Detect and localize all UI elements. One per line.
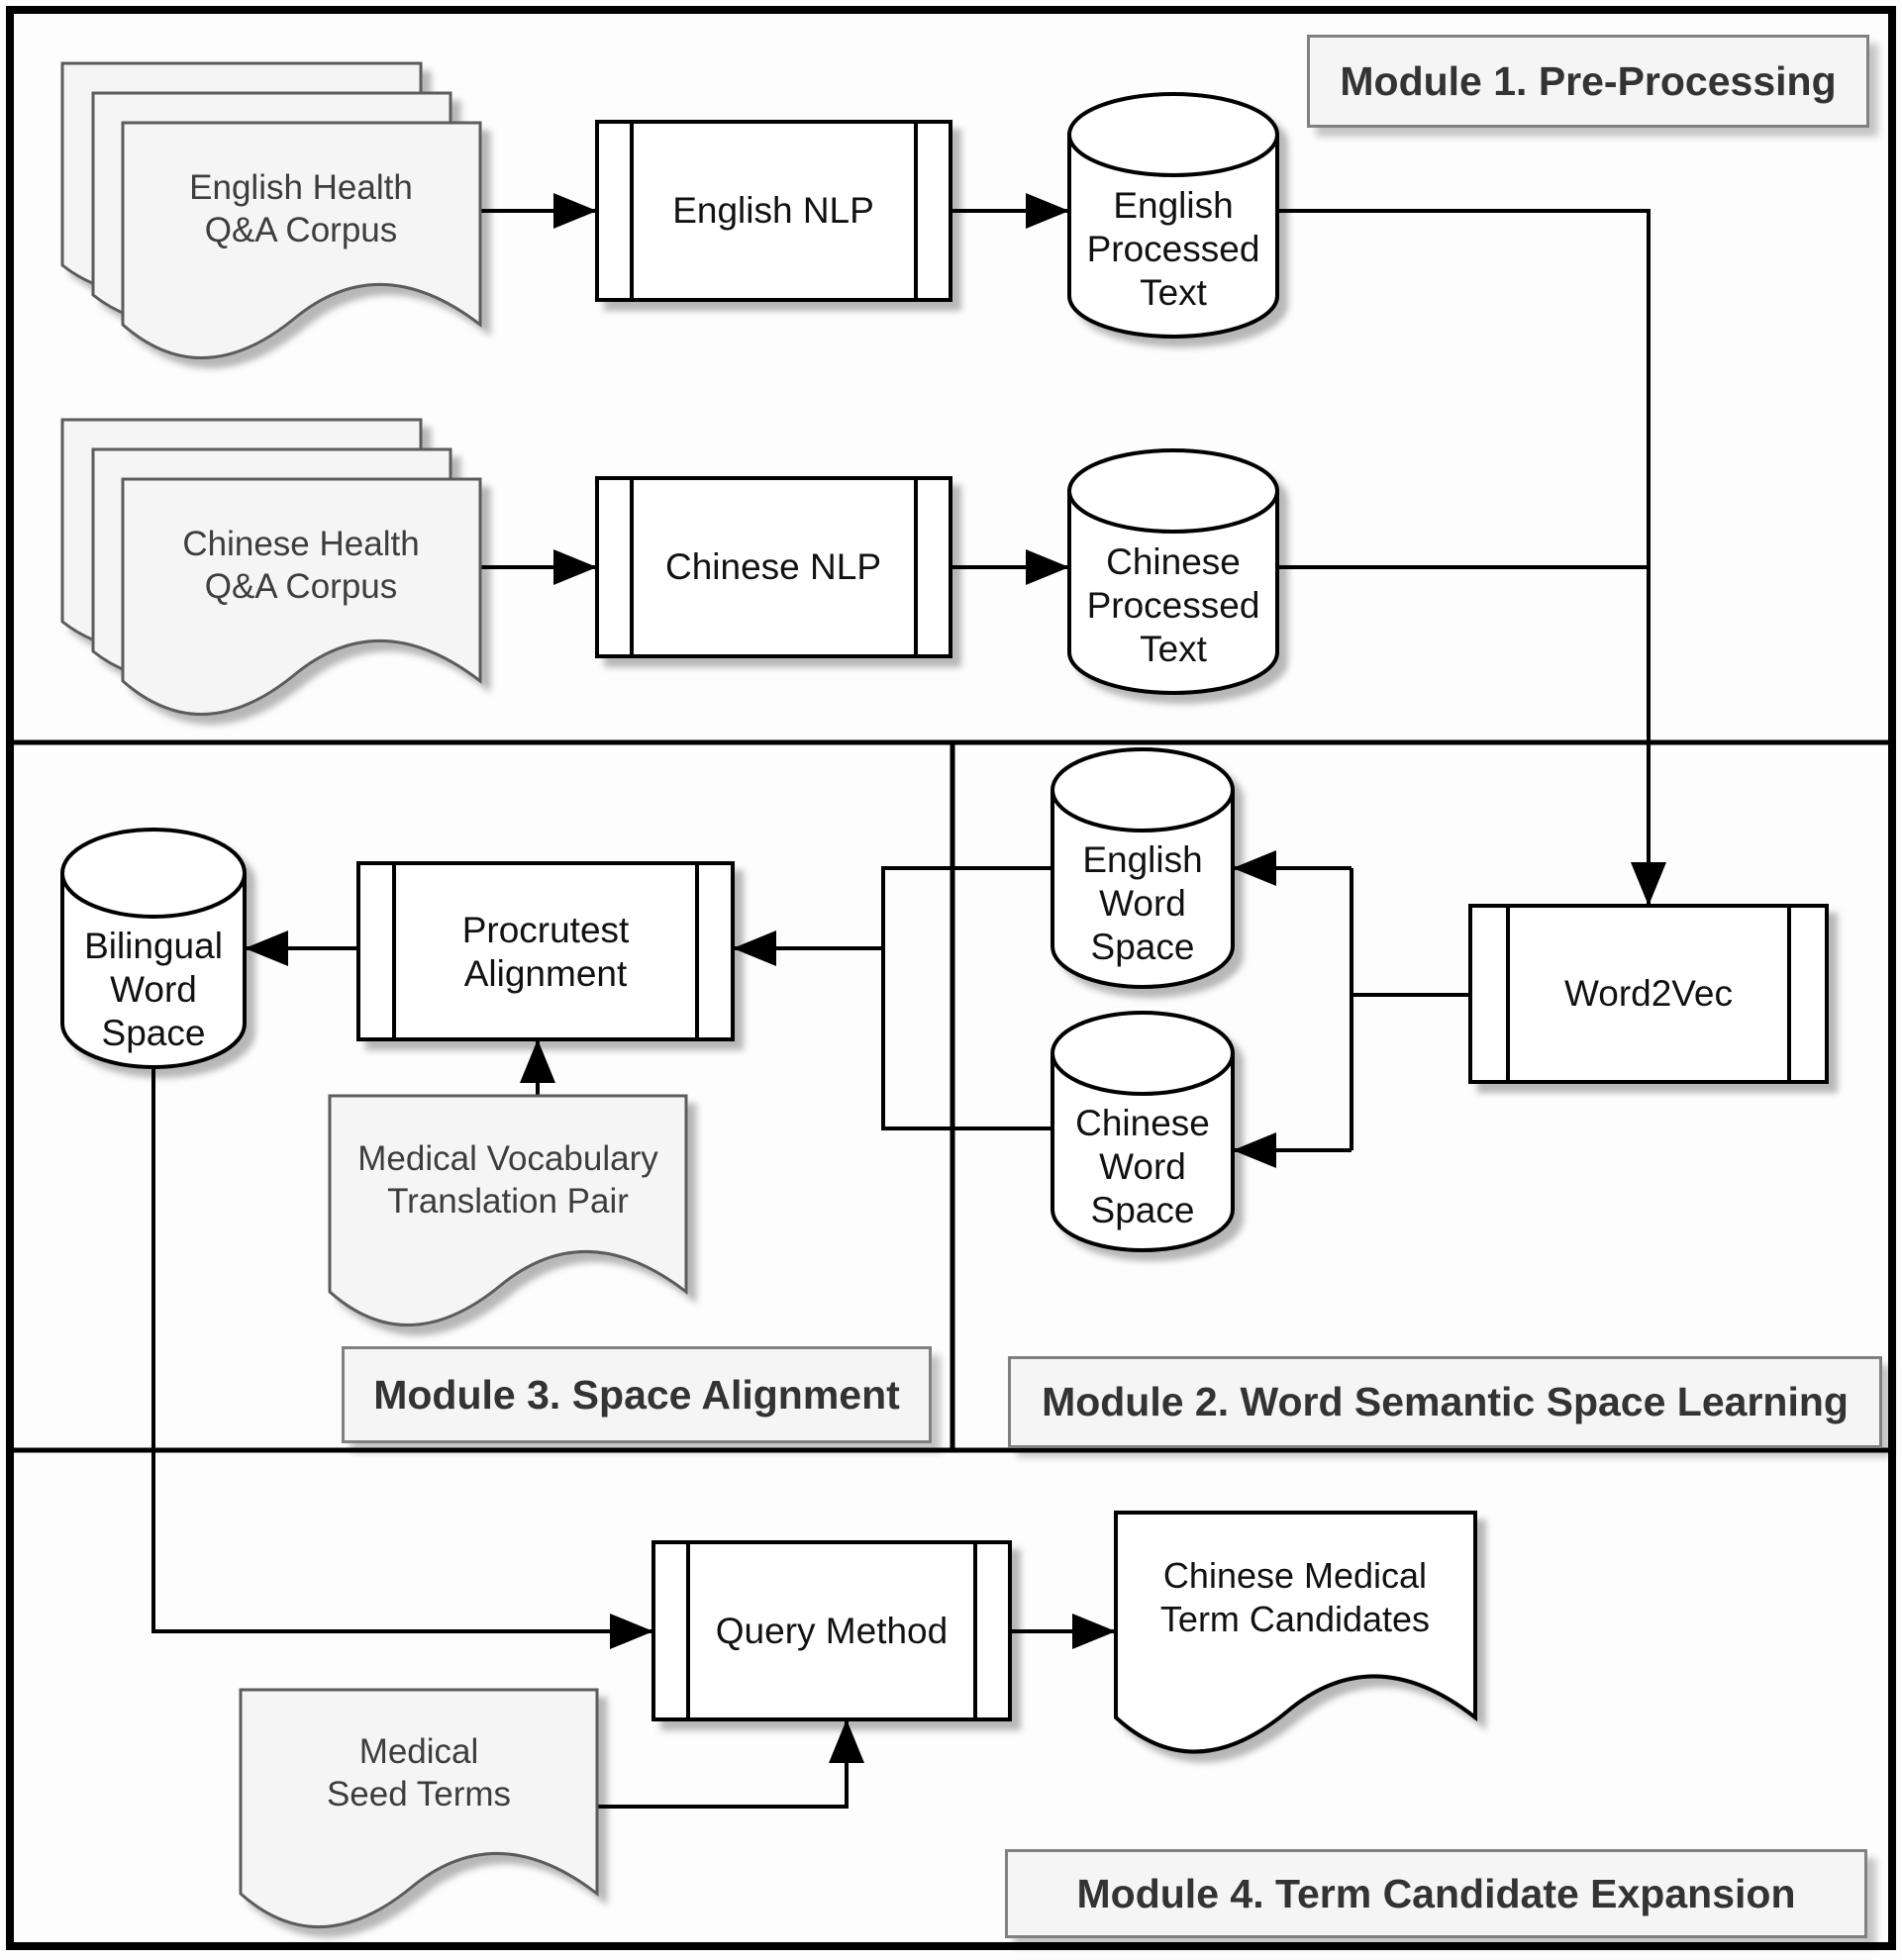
chinese-nlp-label: Chinese NLP: [664, 546, 881, 587]
module1-label: Module 1. Pre-Processing: [1307, 35, 1869, 128]
module3-label: Module 3. Space Alignment: [342, 1346, 932, 1443]
english-word-space-database: [1051, 747, 1235, 989]
english-nlp-process-box: [595, 120, 952, 302]
term-candidates-document: [1114, 1511, 1477, 1754]
chinese-corpus-document-stack: [60, 418, 482, 717]
english-corpus-label: English Health Q&A Corpus: [189, 168, 413, 249]
stack-page-front: [121, 121, 482, 360]
chinese-nlp-process-box: [595, 476, 952, 658]
module2-label: Module 2. Word Semantic Space Learning: [1008, 1356, 1882, 1448]
procrutest-alignment-process-box: [356, 861, 735, 1041]
query-method-process-box: [651, 1540, 1012, 1721]
chinese-processed-text-database: [1067, 448, 1279, 695]
bilingual-word-space-database: [60, 828, 247, 1069]
module4-label: Module 4. Term Candidate Expansion: [1005, 1849, 1867, 1938]
english-processed-text-label: English Processed Text: [1086, 185, 1260, 313]
chinese-processed-text-label: Chinese Processed Text: [1086, 541, 1260, 669]
procrutest-alignment-label: Procrutest Alignment: [461, 910, 630, 994]
chinese-corpus-label: Chinese Health Q&A Corpus: [182, 525, 420, 606]
english-word-space-label: English Word Space: [1082, 839, 1203, 967]
arrow-seed-terms-to-query-method: [597, 1719, 864, 1809]
bracket-word-spaces-join: [881, 866, 1052, 1130]
outer-border: [6, 6, 1896, 1950]
medical-seed-terms-label: Medical Seed Terms: [326, 1732, 512, 1813]
bilingual-word-space-label: Bilingual Word Space: [84, 926, 223, 1053]
english-nlp-label: English NLP: [672, 190, 874, 231]
chinese-word-space-database: [1051, 1011, 1235, 1252]
arrow-bilingual-to-query-method: [151, 1067, 653, 1649]
arrow-en-processed-to-word2vec: [1277, 209, 1666, 906]
word2vec-process-box: [1468, 904, 1829, 1084]
medical-vocabulary-label: Medical Vocabulary Translation Pair: [357, 1139, 658, 1221]
stack-page-front: [121, 477, 482, 717]
term-candidates-label: Chinese Medical Term Candidates: [1159, 1555, 1431, 1639]
medical-vocabulary-document: [328, 1094, 688, 1327]
word2vec-label: Word2Vec: [1563, 973, 1734, 1014]
medical-seed-terms-document: [239, 1688, 599, 1929]
english-processed-text-database: [1067, 92, 1279, 339]
query-method-label: Query Method: [715, 1611, 949, 1651]
english-corpus-document-stack: [60, 61, 482, 360]
chinese-word-space-label: Chinese Word Space: [1075, 1103, 1210, 1230]
